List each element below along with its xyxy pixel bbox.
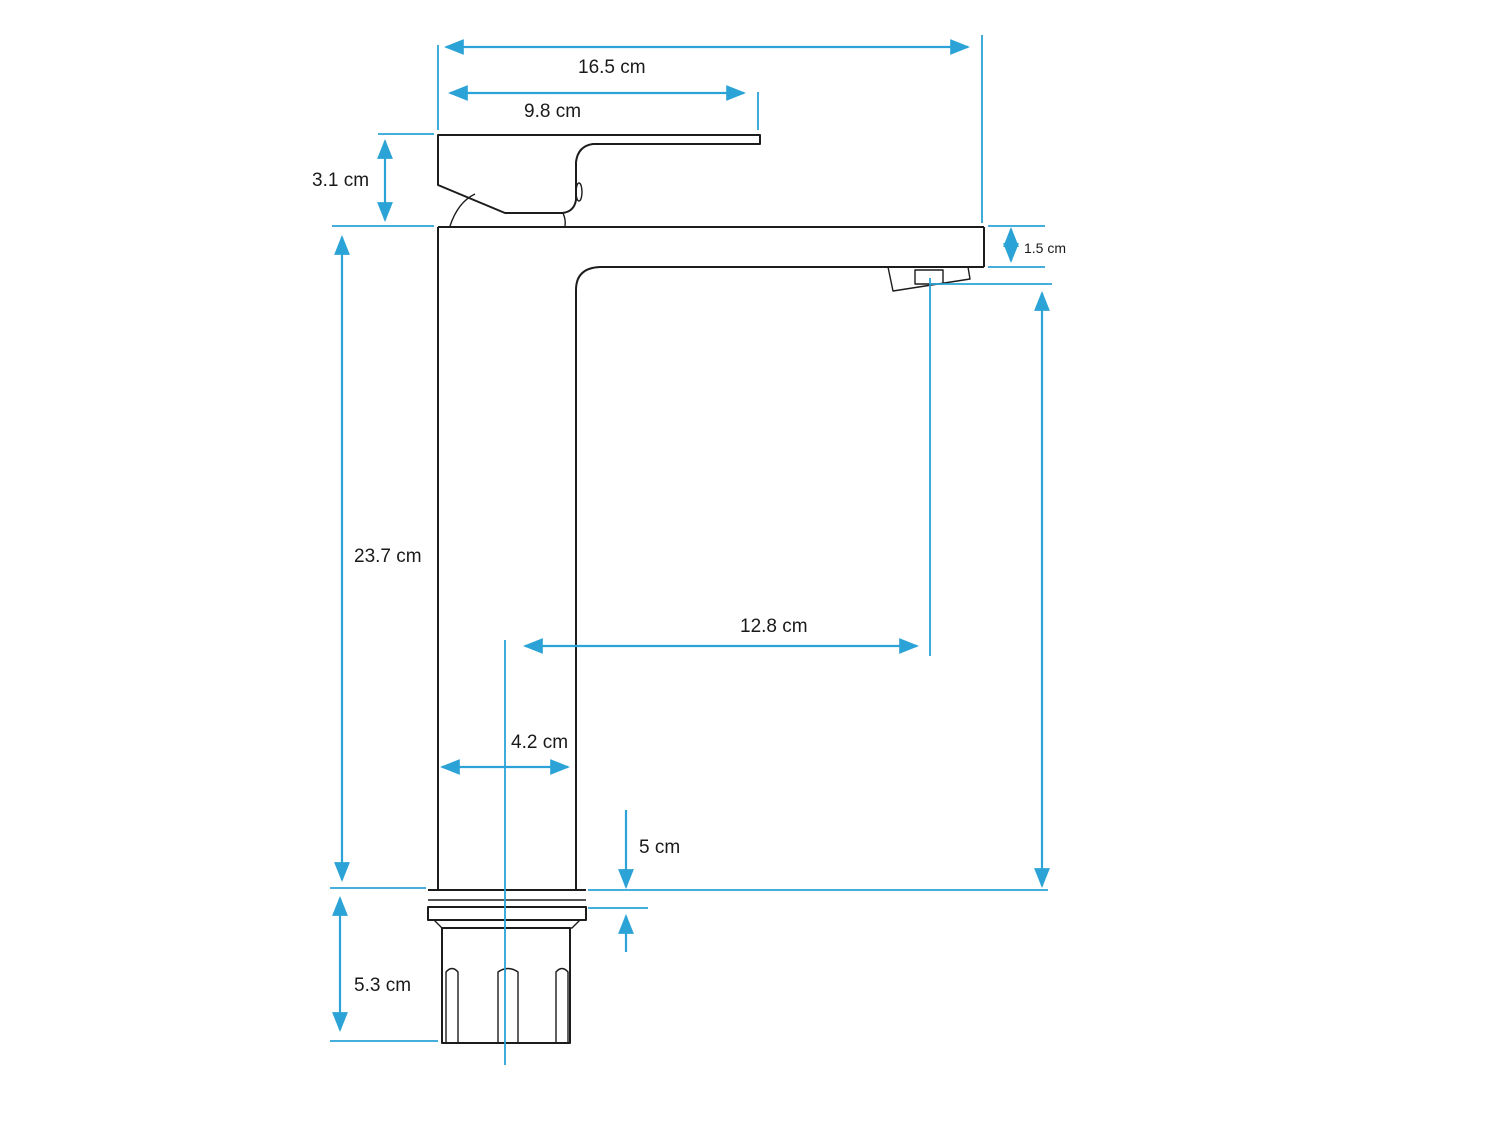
label-body-width: 4.2 cm [511,732,568,753]
base-taper [433,919,581,929]
label-handle-length: 9.8 cm [524,101,581,122]
inner-corner-curve [575,266,601,291]
handle-pivot-foot [562,212,566,227]
label-total-width: 16.5 cm [578,57,646,78]
connector-body [441,927,571,1044]
handle-pivot-arc [449,193,476,227]
handle-screw [575,182,583,202]
label-body-height: 23.7 cm [354,546,422,567]
aerator [887,266,971,292]
dimension-labels: 16.5 cm 9.8 cm 3.1 cm 1.5 cm 23.7 cm 12.… [312,57,1066,996]
label-connector-length: 5.3 cm [354,975,411,996]
label-handle-height: 3.1 cm [312,170,369,191]
base-flange [427,906,587,921]
handle-lever [437,134,761,214]
label-spout-thickness: 1.5 cm [1024,240,1066,256]
dimension-lines [330,35,1052,1065]
aerator-insert [914,269,944,285]
connector-tab-left [445,967,459,1043]
faucet-outline [427,134,985,1044]
connector-tab-mid [497,967,519,1043]
connector-tab-right [555,967,569,1043]
label-base-height: 5 cm [639,837,680,858]
label-spout-reach: 12.8 cm [740,616,808,637]
